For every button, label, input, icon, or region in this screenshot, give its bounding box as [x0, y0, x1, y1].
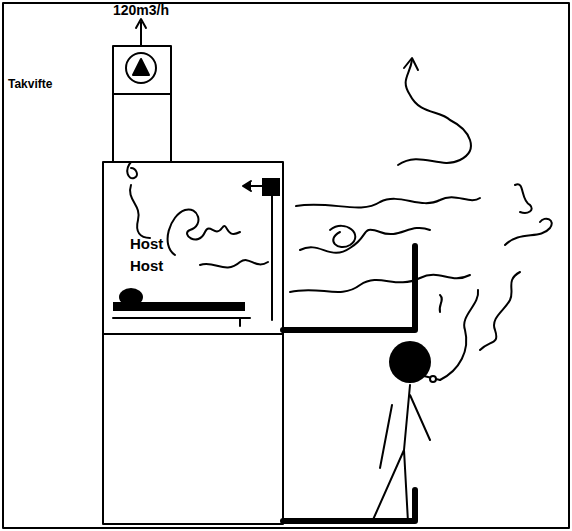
fan-symbol [133, 59, 149, 75]
counter [283, 246, 415, 330]
device-arrowhead [243, 181, 251, 191]
exhaust-arrowhead [136, 19, 146, 28]
airflow [480, 272, 520, 350]
lower-cabinet [103, 334, 283, 524]
airflow [296, 197, 480, 207]
standing-person [372, 385, 430, 522]
floor [283, 490, 415, 521]
bed-base [113, 317, 250, 319]
frame [3, 3, 569, 528]
person-head [389, 341, 431, 383]
airflow [290, 275, 470, 292]
patient-body [140, 302, 215, 308]
mouth [430, 376, 436, 382]
inlet-device [262, 178, 280, 196]
label: Takvifte [8, 78, 52, 91]
fan-inlet [127, 162, 137, 178]
device-stand [271, 196, 273, 320]
airflow [398, 60, 471, 165]
airflow [300, 228, 430, 253]
airflow [440, 295, 442, 312]
airflow [440, 290, 478, 380]
label: Host [130, 236, 163, 253]
airflow [515, 184, 532, 213]
fan-housing [113, 46, 171, 162]
airflow [130, 185, 150, 238]
airflow [505, 219, 552, 245]
airflow [200, 260, 268, 267]
patient-head [119, 288, 143, 306]
fan-divider [113, 93, 171, 95]
bed-leg [239, 318, 241, 326]
airflow [168, 209, 240, 255]
hood-cabinet [103, 162, 283, 334]
label: Host [130, 258, 163, 275]
fan-rotor [126, 53, 156, 83]
airflow-arrowhead [404, 58, 418, 70]
exhaust-arrow [140, 22, 142, 46]
label: 120m3/h [113, 3, 169, 18]
airflow [330, 226, 355, 247]
